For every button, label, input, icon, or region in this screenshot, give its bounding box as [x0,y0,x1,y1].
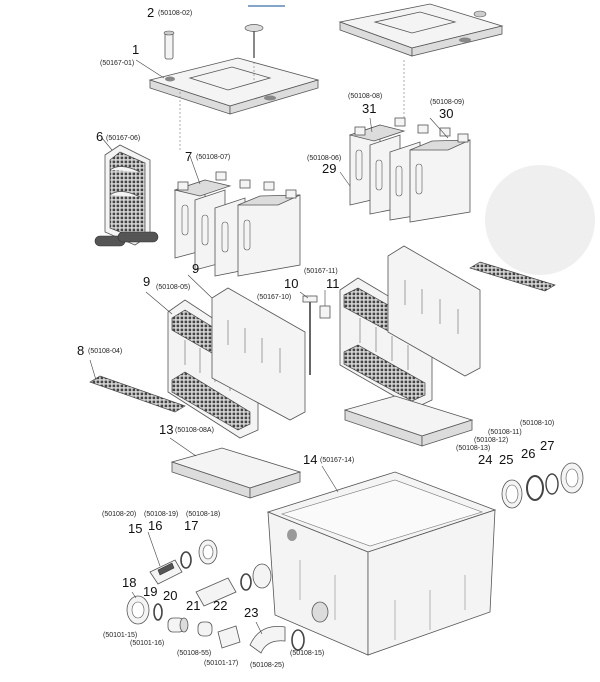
callout-code-27: (50108-10) [520,420,554,427]
adaptor-part-21 [197,621,213,637]
callout-code-25: (50108-12) [474,437,508,444]
callout-code-24: (50108-13) [456,445,490,452]
callout-num-15: 15 [128,521,142,536]
callout-num-10: 10 [284,276,298,291]
callout-num-24: 24 [478,452,492,467]
callout-code-8: (50108-04) [88,348,122,355]
callout-labels: 2 (50108-02) 1 (50167-01) 6 (50167-06) 7… [77,5,554,669]
fitting-part-24 [501,479,523,509]
filter-plate-part-9-back [211,287,306,421]
lid-part-1 [148,57,320,115]
callout-code-7: (50108-07) [196,154,230,161]
clip-part-11 [319,305,331,319]
callout-num-20: 20 [163,588,177,603]
filter-cage-part-6 [94,144,159,247]
callout-num-16: 16 [148,518,162,533]
ring-part-16 [180,551,192,569]
connector-part-17 [198,539,218,565]
callout-num-1: 1 [132,42,139,57]
callout-num-2: 2 [147,5,154,20]
callout-code-23: (50108-25) [250,662,284,669]
callout-num-22: 22 [213,598,227,613]
callout-code-22: (50101-17) [204,660,238,667]
callout-code-30: (50108-09) [430,99,464,106]
callout-code-10: (50167-10) [257,294,291,301]
foam-pad-part-13 [170,447,302,499]
grid-strip-part-8 [89,375,186,413]
nut-part-18 [126,595,150,625]
callout-num-29: 29 [322,161,336,176]
callout-num-7: 7 [185,149,192,164]
lid-right [338,3,504,57]
callout-num-23: 23 [244,605,258,620]
elbow-part-23 [249,626,305,654]
callout-num-9b: 9 [192,261,199,276]
callout-code-14: (50167-14) [320,457,354,464]
connector-part-27 [560,462,584,494]
callout-num-31: 31 [362,101,376,116]
callout-num-18: 18 [122,575,136,590]
filter-plate-right-back [387,245,481,377]
callout-num-8: 8 [77,343,84,358]
grid-strip-right [469,261,556,292]
ring-part-25 [526,475,544,501]
foam-pad-right [343,395,474,447]
callout-num-26: 26 [521,446,535,461]
callout-num-30: 30 [439,106,453,121]
callout-code-16: (50108-19) [144,511,178,518]
hose-tail-lower [195,563,272,607]
media-boxes-part-7 [173,171,301,277]
callout-num-14: 14 [303,452,317,467]
callout-num-9a: 9 [143,274,150,289]
callout-code-31: (50108-08) [348,93,382,100]
washer-part-19 [153,603,163,621]
callout-code-13: (50108-08A) [175,427,214,434]
callout-code-1: (50167-01) [100,60,134,67]
callout-num-27: 27 [540,438,554,453]
callout-num-25: 25 [499,452,513,467]
background-smudge [485,165,595,275]
filter-box-part-14 [266,471,497,656]
knob-part [244,24,264,58]
callout-code-6: (50167-06) [106,135,140,142]
callout-num-6: 6 [96,129,103,144]
callout-code-17: (50108-18) [186,511,220,518]
leader-lines [89,59,449,635]
callout-code-18: (50101-15) [103,632,137,639]
ring-part-26 [545,473,559,495]
callout-code-19: (50101-16) [130,640,164,647]
adaptor-part-22 [217,625,241,649]
hose-tail-part-15 [149,559,183,585]
callout-code-9a: (50108-05) [156,284,190,291]
pin-part-2 [163,30,175,60]
media-boxes-part-29-31 [348,117,471,223]
callout-code-21: (50108-55) [177,650,211,657]
callout-code-2: (50108-02) [158,10,192,17]
callout-num-11: 11 [326,276,340,291]
callout-code-29: (50108-06) [307,155,341,162]
callout-num-19: 19 [143,584,157,599]
callout-code-23b: (50108-15) [290,650,324,657]
callout-num-17: 17 [184,518,198,533]
callout-code-11: (50167-11) [304,268,338,275]
callout-num-21: 21 [186,598,200,613]
adaptor-part-20 [167,617,189,633]
callout-code-26: (50108-11) [488,429,522,436]
callout-code-15: (50108-20) [102,511,136,518]
tube-part-10 [302,295,318,375]
callout-num-13: 13 [159,422,173,437]
